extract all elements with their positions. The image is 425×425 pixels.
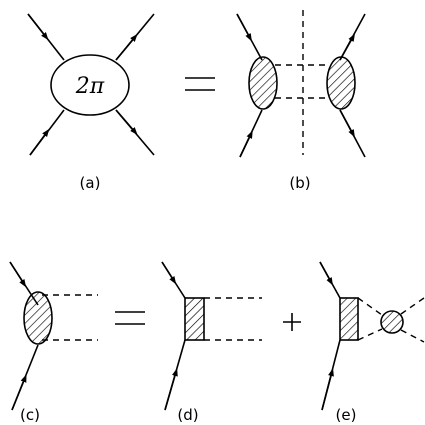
arrow-b-top-right	[339, 33, 355, 61]
dashed-e-top-in	[357, 297, 383, 316]
equals-sign-top	[185, 77, 215, 91]
arrow-c-bottom	[11, 374, 27, 411]
label-e: (e)	[336, 406, 357, 424]
blob-ellipse	[50, 54, 130, 116]
dashed-e-bottom-in	[357, 328, 383, 341]
label-c: (c)	[20, 406, 40, 424]
equals-sign-bottom	[115, 311, 145, 325]
dashed-e-top-out	[400, 297, 425, 315]
arrow-d-top	[161, 261, 177, 285]
hatched-blob-c	[23, 291, 53, 345]
arrow-b-top-left	[236, 13, 252, 42]
label-d: (d)	[177, 406, 198, 424]
diagram-d	[161, 261, 262, 411]
diagram-e	[319, 261, 425, 411]
diagram-c	[9, 261, 98, 411]
label-b: (b)	[289, 174, 310, 192]
arrow-c-top	[9, 261, 27, 288]
hatched-blob-left	[248, 56, 278, 110]
diagram-b	[236, 10, 366, 158]
hatched-box-e	[339, 297, 359, 341]
arrow-b-bottom-left	[239, 130, 253, 158]
arrow-e-top	[319, 261, 333, 286]
plus-sign	[283, 313, 301, 331]
arrow-a-top-right	[115, 33, 138, 61]
arrow-a-bottom-right	[115, 109, 138, 136]
arrow-a-bottom-left	[29, 128, 50, 156]
hatched-box-d	[184, 297, 205, 341]
arrow-b-bottom-right	[339, 109, 355, 138]
blob-label: 2π	[75, 74, 105, 99]
label-a: (a)	[80, 174, 101, 192]
hatched-circle-e	[380, 310, 404, 334]
dashed-e-bottom-out	[400, 329, 425, 343]
arrow-d-bottom	[164, 368, 178, 411]
hatched-blob-right	[326, 56, 356, 110]
diagram-a: 2π	[27, 13, 155, 156]
arrow-a-top-left	[27, 13, 49, 41]
arrow-e-bottom	[321, 368, 334, 411]
